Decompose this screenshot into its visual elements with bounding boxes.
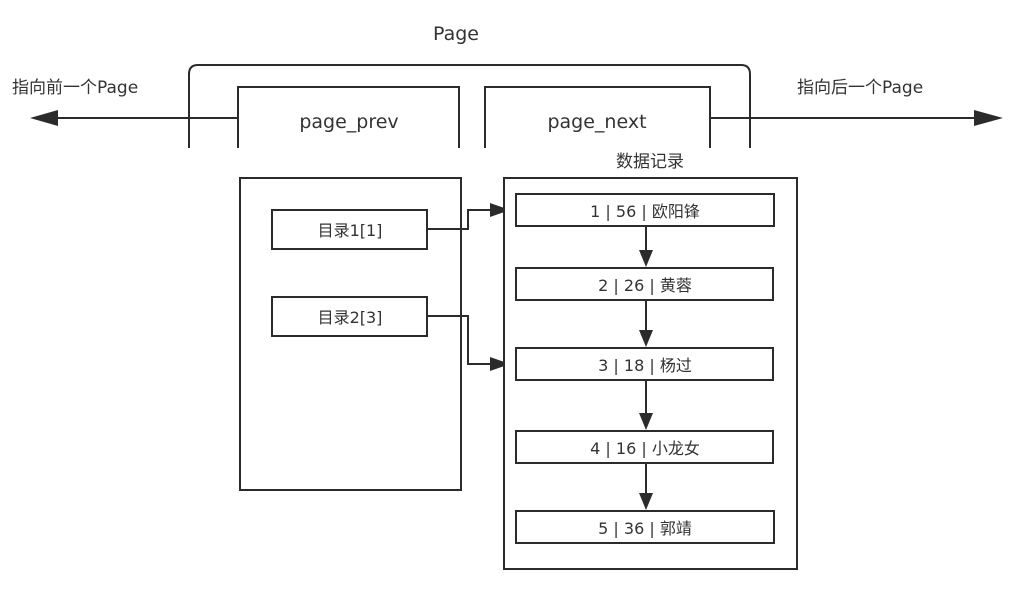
record-link-3-4-arrowhead	[639, 413, 653, 430]
directory-slot-1-box	[271, 209, 428, 250]
directory-slot-2: 目录2[3]	[318, 308, 383, 327]
data-records-title: 数据记录	[616, 152, 684, 172]
record-2: 2 | 26 | 黄蓉	[598, 276, 692, 295]
record-4-box	[515, 430, 774, 464]
page-next-field-box	[484, 86, 711, 148]
directory-slot-1-arrowhead	[490, 203, 510, 217]
record-5-box	[515, 510, 775, 544]
record-5: 5 | 36 | 郭靖	[598, 519, 692, 538]
page-prev-field-box	[237, 86, 460, 148]
directory-slot-2-box	[271, 296, 428, 337]
record-link-2-3-arrowhead	[639, 330, 653, 347]
next-page-arrowhead	[974, 110, 1003, 126]
record-3-box	[515, 347, 774, 381]
record-2-box	[515, 267, 774, 301]
page-next-field: page_next	[547, 111, 646, 133]
directory-slot-2-connector	[427, 315, 492, 365]
directory-slot-1: 目录1[1]	[318, 221, 383, 240]
prev-page-arrowhead	[30, 110, 58, 126]
page-title: Page	[433, 23, 479, 45]
record-1: 1 | 56 | 欧阳锋	[590, 202, 700, 221]
next-page-label: 指向后一个Page	[797, 78, 923, 98]
directory-slot-2-arrowhead	[490, 357, 510, 371]
record-link-1-2-arrowhead	[639, 250, 653, 267]
prev-page-label: 指向前一个Page	[12, 78, 138, 98]
page-prev-field: page_prev	[299, 111, 398, 133]
page-outline	[188, 64, 751, 148]
record-4: 4 | 16 | 小龙女	[590, 439, 700, 458]
record-3: 3 | 18 | 杨过	[598, 356, 692, 375]
directory-slot-1-connector	[427, 209, 492, 230]
record-link-4-5-arrowhead	[639, 493, 653, 510]
